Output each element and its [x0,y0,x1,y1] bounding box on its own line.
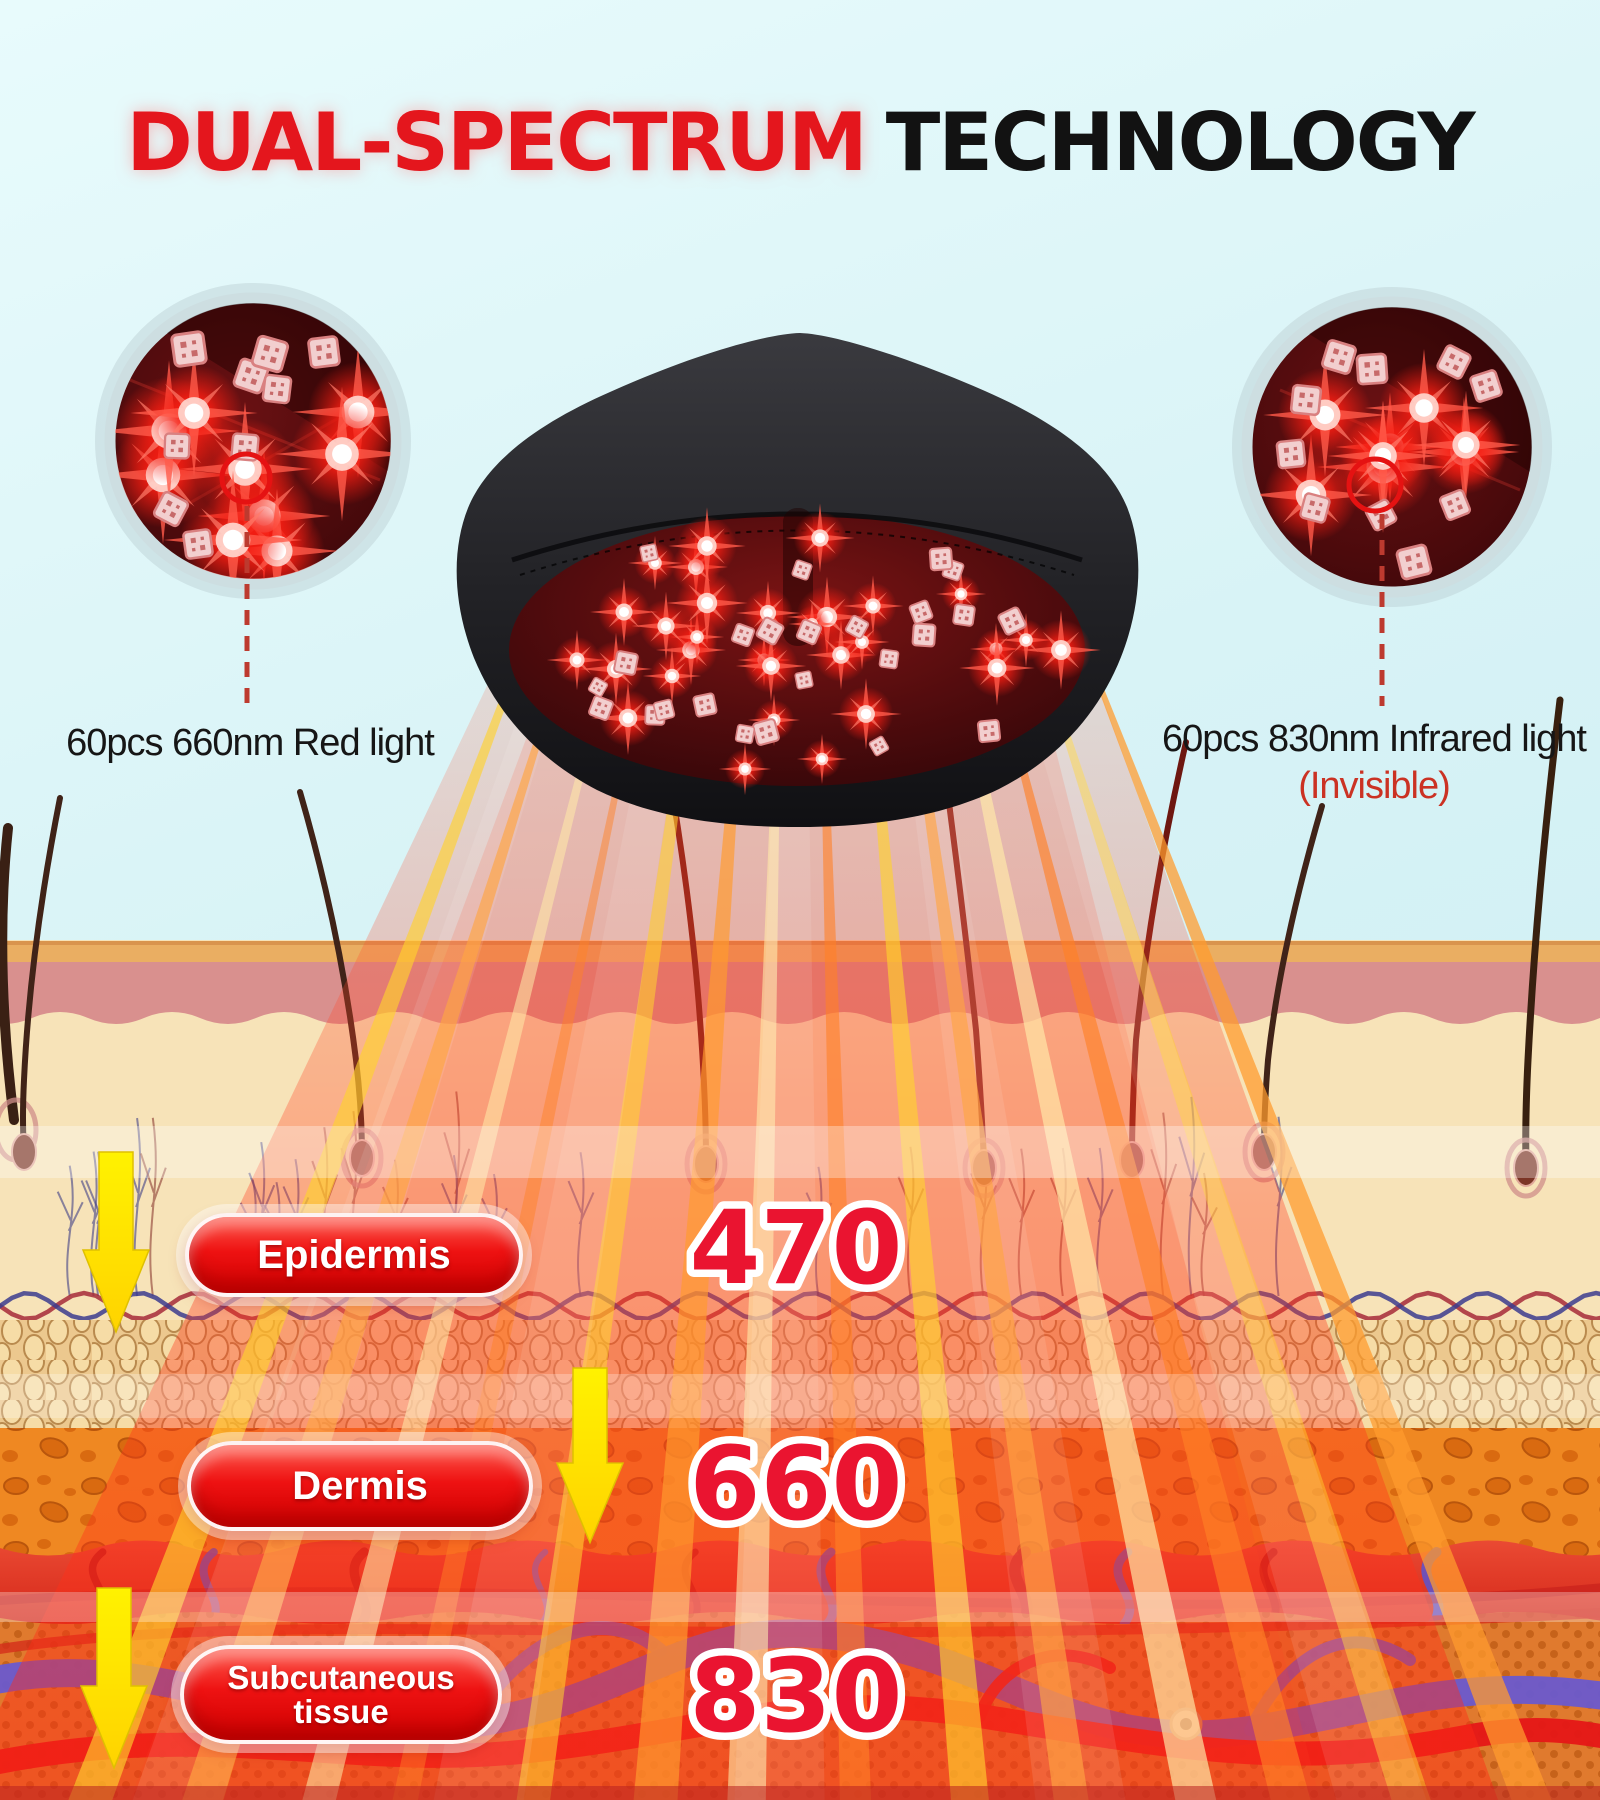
layer-pill-subcutaneous: Subcutaneous tissue [180,1645,502,1744]
layer-pill-epidermis: Epidermis [185,1213,523,1297]
callout-left-label: 60pcs 660nm Red light [66,722,435,764]
zoom-circle-right [1232,287,1552,706]
highlight-ring [1346,456,1404,514]
layer-pill-dermis: Dermis [187,1441,533,1531]
callout-right-note: (Invisible) [1298,765,1451,807]
depth-number-470: 470 [682,1182,910,1316]
depth-value: 470 [690,1189,903,1308]
depth-number-660: 660 [682,1418,910,1552]
layer-label: Dermis [292,1463,428,1508]
title-red-part: DUAL-SPECTRUM [126,96,867,189]
depth-number-830: 830 [682,1630,910,1764]
layer-label: Epidermis [257,1232,451,1277]
layer-label: Subcutaneous tissue [227,1658,455,1730]
callout-right: 60pcs 830nm Infrared light (Invisible) [1124,718,1600,808]
zoom-circle-left [95,283,411,706]
callout-right-label: 60pcs 830nm Infrared light [1162,718,1587,760]
highlight-ring [219,451,273,505]
depth-value: 830 [690,1637,903,1756]
title-dark-part: TECHNOLOGY [885,96,1476,189]
cap-device [456,333,1139,827]
depth-value: 660 [690,1425,903,1544]
